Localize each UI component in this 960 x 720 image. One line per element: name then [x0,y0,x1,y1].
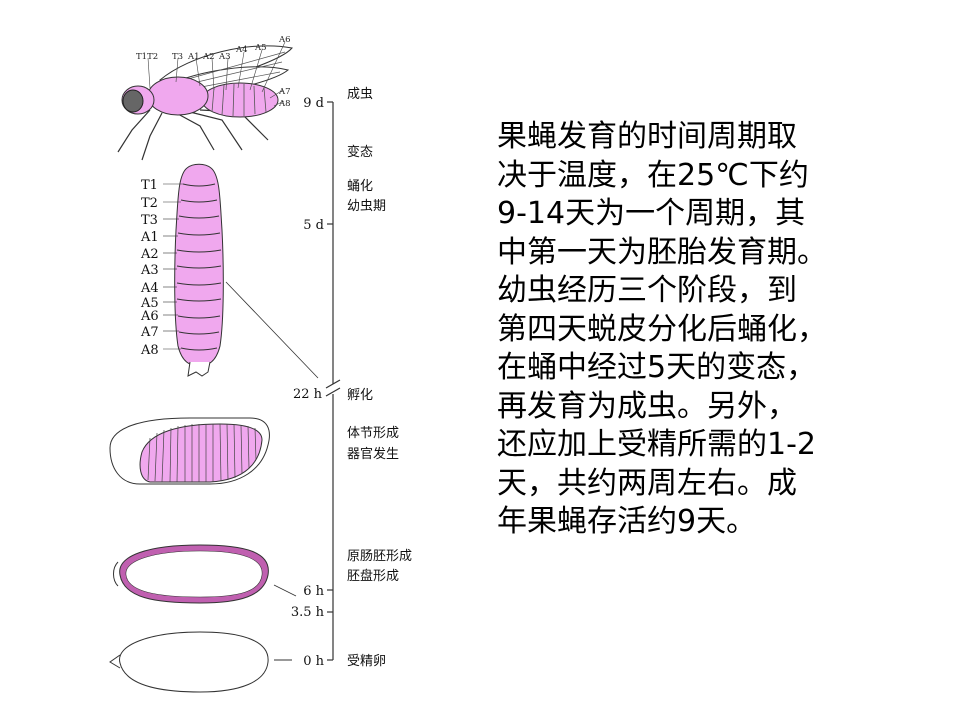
larva-label: A3 [140,263,159,278]
stage-label: 原肠胚形成 [347,549,412,564]
segmented-embryo [109,417,270,485]
timeline-ticks [327,101,333,661]
fertilized-egg [109,631,269,693]
timeline-time-labels: 9 d 5 d 22 h 6 h 3.5 h 0 h [291,96,325,669]
embryo-segment-stripes [147,423,257,483]
fly-label: A1 [187,52,200,62]
gastrula-inner [125,550,263,598]
description-line: 果蝇发育的时间周期取 [497,119,797,154]
stage-label: 体节形成 [347,426,399,441]
time-label: 3.5 h [291,605,325,620]
larva-label: T3 [141,213,158,228]
description-line: 在蛹中经过5天的变态， [497,350,817,385]
egg-outline [119,631,269,693]
larva-label: A8 [140,343,159,358]
larva-label: A7 [140,325,159,340]
larva-segment-lines [176,183,222,351]
description-line: 中第一天为胚胎发育期。 [497,234,827,270]
larva-posterior-spiracles [187,361,211,377]
stage-label: 变态 [347,144,373,160]
stage-label: 受精卵 [347,654,386,669]
fly-label: T3 [172,52,183,62]
adult-fly: T1T2 T3 A1 A2 A3 A4 A5 A6 A7 A8 [117,35,293,161]
description-line: 还应加上受精所需的1-2 [497,427,816,462]
larva-to-hatching-pointer [225,281,319,379]
description-text: 果蝇发育的时间周期取 决于温度，在25℃下约 9-14天为一个周期，其 中第一天… [497,118,917,542]
stage-label: 成虫 [347,87,373,102]
larva-label: A5 [140,296,159,311]
gastrula-embryo [113,544,269,604]
larva-label: A2 [140,247,159,262]
stage-label: 幼虫期 [347,199,386,214]
timeline-break-mark [325,379,341,397]
fly-label: T1T2 [136,52,158,62]
time-label: 6 h [303,584,324,599]
description-line: 天，共约两周左右。成 [497,465,797,501]
stage-label: 蛹化 [347,179,373,194]
larva-label: T1 [141,178,158,193]
time-label: 9 d [303,96,324,111]
drosophila-life-cycle-diagram: T1T2 T3 A1 A2 A3 A4 A5 A6 A7 A8 [109,35,412,693]
fly-label: A5 [254,43,267,53]
fly-thorax [147,76,209,116]
description-line: 决于温度，在25℃下约 [497,157,809,193]
fly-label-leaders [147,41,286,107]
timeline-stage-labels: 成虫 变态 蛹化 幼虫期 孵化 体节形成 器官发生 原肠胚形成 胚盘形成 受精卵 [347,87,412,669]
stage-label: 器官发生 [347,446,399,462]
larva: T1 T2 T3 A1 A2 A3 A4 A5 A6 A7 A8 [140,163,319,379]
fly-abdomen-stripes [211,83,267,117]
time-label: 22 h [293,387,323,402]
fly-label: A8 [278,99,291,109]
time-label: 5 d [303,218,324,233]
stage-label: 孵化 [347,388,373,403]
larva-label: A1 [140,230,159,245]
description-line: 9-14天为一个周期，其 [497,196,806,231]
fly-label: A3 [218,52,231,62]
timeline: 9 d 5 d 22 h 6 h 3.5 h 0 h 成虫 变态 蛹化 幼虫期 … [273,87,412,669]
description-line: 年果蝇存活约9天。 [497,504,757,539]
description-line: 再发育为成虫。另外， [497,388,797,424]
time-label: 0 h [303,654,324,669]
larva-label: T2 [141,196,158,211]
larva-label: A6 [140,309,159,324]
fly-segment-labels: T1T2 T3 A1 A2 A3 A4 A5 A6 A7 A8 [136,35,291,109]
description-line: 第四天蜕皮分化后蛹化， [497,311,827,347]
fly-label: A2 [202,52,215,62]
larva-segment-labels: T1 T2 T3 A1 A2 A3 A4 A5 A6 A7 A8 [140,178,159,358]
description-line: 幼虫经历三个阶段，到 [497,273,797,308]
larva-leader-lines [163,183,183,350]
fly-label: A6 [278,35,291,45]
egg-micropyle [109,654,121,669]
stage-label: 胚盘形成 [347,568,399,584]
fly-label: A7 [278,87,291,97]
fly-label: A4 [235,45,248,55]
gastrula-time-leader [273,584,297,597]
larva-label: A4 [140,281,159,296]
gastrula-pole [113,561,119,587]
larva-body [174,163,224,367]
fly-legs [117,109,269,161]
fly-eye [122,89,144,113]
